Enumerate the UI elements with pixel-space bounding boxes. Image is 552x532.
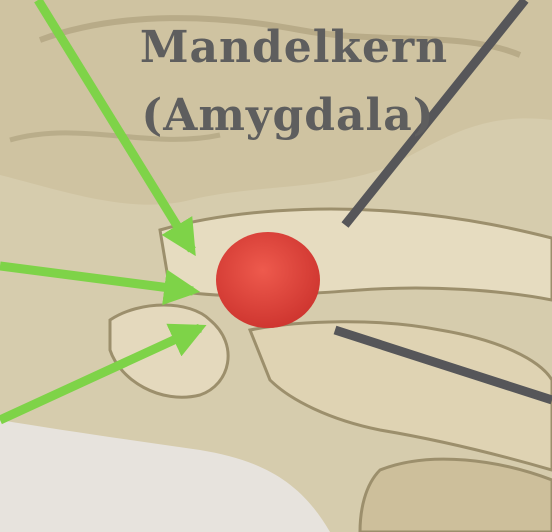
amygdala [216, 232, 320, 328]
lower-right-fold [360, 459, 552, 532]
title-line-2: (Amygdala) [12, 88, 552, 144]
title-line-1: Mandelkern [18, 20, 552, 76]
